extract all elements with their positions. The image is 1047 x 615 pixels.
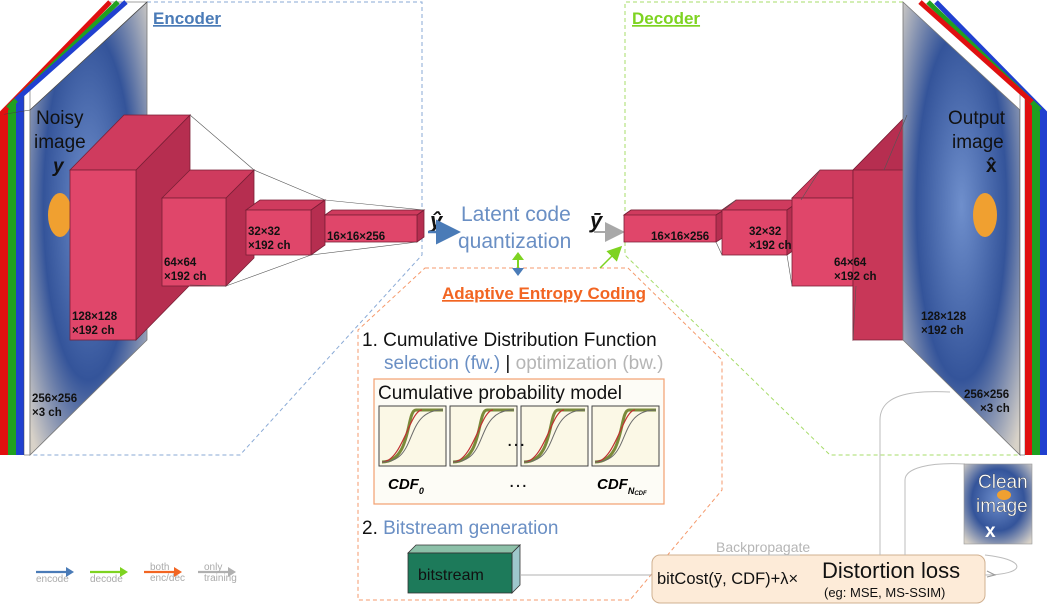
noisy-image-label-2: image	[34, 132, 86, 153]
clean-image-label-3: x	[985, 521, 996, 542]
output-image-label-1: Output	[948, 108, 1006, 129]
noisy-image-label-3: y	[52, 156, 65, 177]
clean-image	[963, 463, 1033, 545]
backprop-curves	[720, 391, 1018, 576]
legend-item: encode	[36, 567, 74, 585]
cdf-thumbnail	[591, 405, 660, 467]
legend-label: enc/dec	[150, 573, 185, 584]
backprop-arrow-head	[986, 570, 997, 578]
cdf-step-title: 1. Cumulative Distribution Function	[362, 330, 657, 351]
encoder-block-2	[161, 169, 255, 287]
cdf-thumbnail	[520, 405, 589, 467]
dec-block-2-label-2: ×192 ch	[749, 240, 792, 252]
legend-label: only	[204, 562, 222, 573]
legend-label: encode	[36, 574, 69, 585]
bitstream-block	[407, 544, 521, 594]
output-size-label-1: 256×256	[964, 389, 1009, 401]
cdf-last-subsub: CDF	[634, 491, 647, 497]
cdf-last-label: CDFNCDF	[597, 476, 647, 497]
loss-formula: bitCost(ȳ, CDF)+λ×	[657, 570, 798, 588]
cdf-step-subtitle: selection (fw.) | optimization (bw.)	[384, 353, 664, 374]
entropy-region-border	[357, 267, 723, 601]
distortion-loss-note: (eg: MSE, MS-SSIM)	[824, 585, 945, 600]
encoder-connectors	[189, 114, 425, 287]
enc-block-2-label-1: 64×64	[164, 257, 197, 269]
cdf-first-label: CDF0	[388, 476, 424, 496]
cdf-thumbnails	[378, 405, 660, 467]
loss-box	[651, 554, 986, 604]
distortion-loss-label: Distortion loss	[822, 558, 960, 583]
bitstream-label: bitstream	[418, 567, 484, 584]
output-size-label-2: ×3 ch	[980, 403, 1010, 415]
encoder-region-border	[30, 1, 423, 456]
latent-arrow-down-head	[512, 268, 524, 276]
entropy-title: Adaptive Entropy Coding	[442, 284, 646, 303]
legend-label: training	[204, 573, 237, 584]
clean-image-label-1: Clean	[978, 472, 1028, 493]
cdf-thumbnail	[449, 405, 518, 467]
bitstream-step-number: 2.	[362, 518, 383, 539]
backpropagate-label: Backpropagate	[716, 539, 810, 555]
y-bar-symbol: ȳ	[589, 208, 604, 233]
dec-block-4-label-1: 128×128	[921, 311, 967, 323]
entropy-to-decoder-arrow	[599, 245, 623, 269]
latent-code-label: Latent code	[461, 203, 571, 226]
bitstream-step-title: 2. Bitstream generation	[362, 518, 558, 539]
legend-item: decode	[90, 567, 128, 585]
clean-image-label-2: image	[976, 496, 1028, 517]
dec-block-3-label-1: 64×64	[834, 257, 867, 269]
cdf-first-name: CDF	[388, 476, 420, 493]
enc-block-1-label-2: ×192 ch	[72, 325, 115, 337]
cdf-last-name: CDF	[597, 476, 629, 493]
y-hat-symbol: ŷ	[429, 208, 444, 233]
dec-block-4-label-2: ×192 ch	[921, 325, 964, 337]
input-size-label-1: 256×256	[32, 393, 77, 405]
dec-block-1-label: 16×16×256	[651, 231, 709, 243]
enc-block-3-label-2: ×192 ch	[248, 240, 291, 252]
decoder-block-1	[622, 209, 726, 243]
decoder-title: Decoder	[632, 9, 700, 28]
cdf-last-sub: N	[628, 486, 635, 496]
output-image	[902, 0, 1047, 456]
cdf-first-sub: 0	[419, 486, 424, 496]
encoder-title: Encoder	[153, 9, 221, 28]
dec-block-3-label-2: ×192 ch	[834, 271, 877, 283]
encoder-block-4	[323, 209, 426, 243]
output-image-label-3: x̂	[986, 156, 997, 177]
noisy-image-label-1: Noisy	[36, 108, 84, 129]
legend-label: decode	[90, 574, 123, 585]
bitstream-step-text: Bitstream generation	[383, 518, 558, 539]
output-image-label-2: image	[952, 132, 1004, 153]
quantization-label: quantization	[458, 230, 571, 253]
cdf-ellipsis-bottom: …	[508, 470, 528, 492]
probability-model-title: Cumulative probability model	[378, 383, 622, 404]
cdf-optimization-text: optimization (bw.)	[516, 353, 664, 374]
cdf-selection-text: selection (fw.)	[384, 353, 500, 374]
cdf-separator: |	[500, 353, 516, 374]
dec-block-2-label-1: 32×32	[749, 226, 781, 238]
encoder-block-3	[244, 199, 327, 256]
enc-block-1-label-1: 128×128	[72, 311, 118, 323]
decoder-region-border	[624, 1, 1020, 456]
cdf-ellipsis-top: …	[506, 429, 526, 451]
enc-block-2-label-2: ×192 ch	[164, 271, 207, 283]
latent-arrow-up-head	[512, 252, 524, 260]
enc-block-3-label-1: 32×32	[248, 226, 280, 238]
input-size-label-2: ×3 ch	[32, 407, 62, 419]
legend-label: both	[150, 562, 169, 573]
cdf-thumbnail	[378, 405, 447, 467]
decoder-connectors	[715, 114, 908, 341]
enc-block-4-label: 16×16×256	[327, 231, 385, 243]
